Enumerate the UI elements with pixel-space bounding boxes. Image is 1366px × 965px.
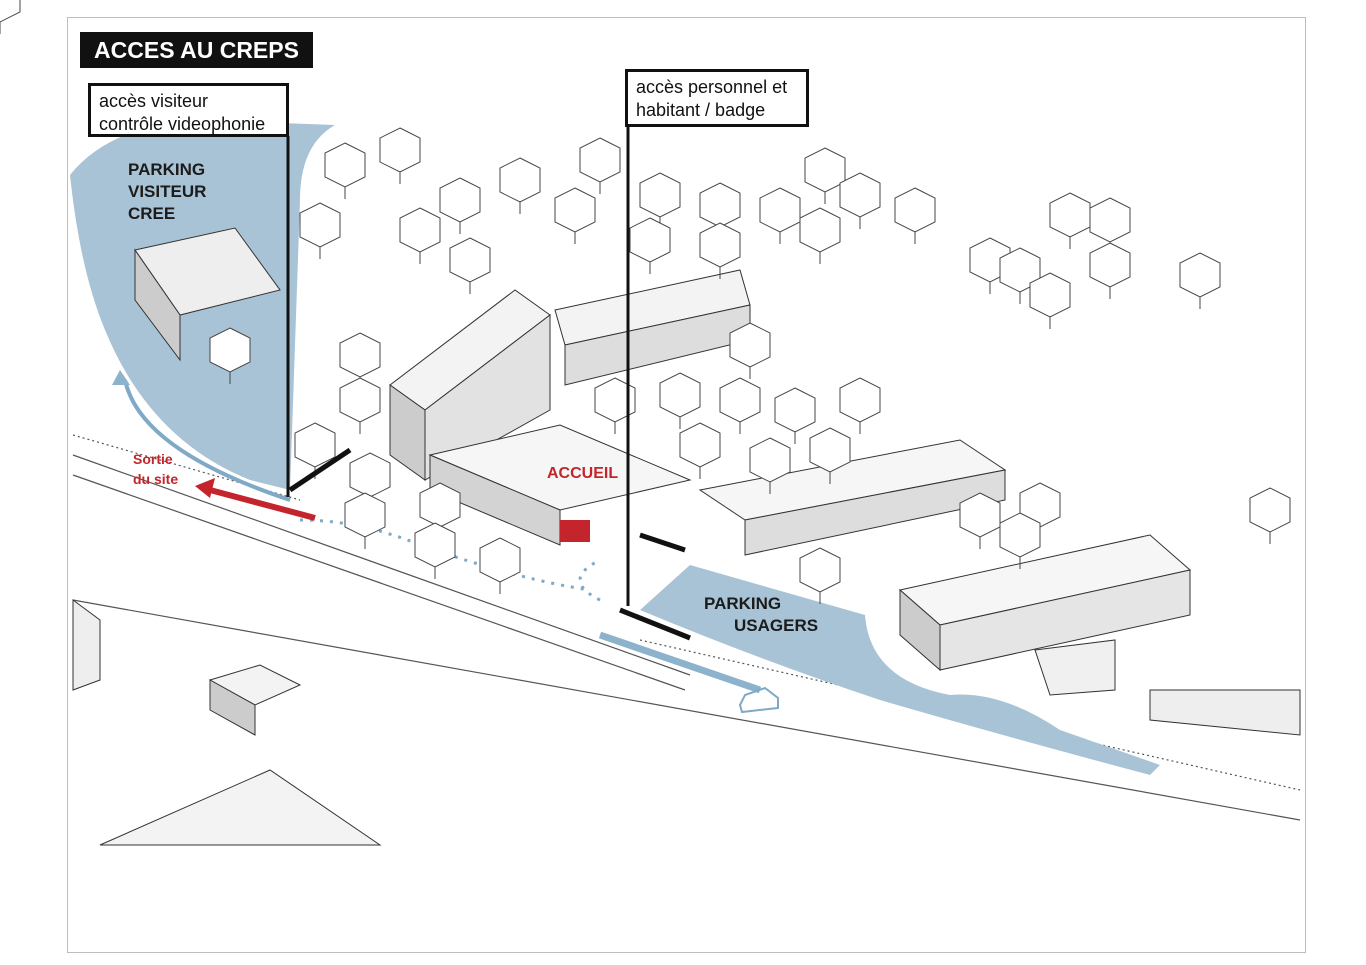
accueil-label: ACCUEIL	[547, 465, 619, 482]
arrival-arrow	[598, 631, 762, 694]
label-line: USAGERS	[734, 616, 819, 635]
gates	[288, 447, 691, 641]
label-line: PARKING	[704, 594, 782, 613]
callout-line: habitant / badge	[636, 100, 766, 120]
parking-usagers-label: PARKING USAGERS	[704, 593, 818, 637]
callout-line: accès personnel et	[636, 77, 788, 97]
trees	[0, 0, 1291, 605]
page-frame	[67, 17, 1306, 953]
label-line: du site	[133, 471, 179, 487]
callout-line: contrôle videophonie	[99, 114, 266, 134]
visitor-path-arrows	[123, 379, 601, 602]
callout-pointers	[286, 126, 630, 606]
staff-access-callout: accès personnel et habitant / badge	[625, 69, 809, 127]
car-icon	[738, 686, 779, 714]
label-line: Sortie	[133, 451, 173, 467]
visitor-access-callout: accès visiteur contrôle videophonie	[88, 83, 289, 137]
parking-usagers-area	[640, 565, 1160, 775]
label-line: VISITEUR	[128, 182, 207, 201]
exit-arrow	[209, 487, 316, 521]
sortie-label: Sortie du site	[133, 449, 178, 489]
label-line: CREE	[128, 204, 176, 223]
buildings	[72, 227, 1301, 846]
parking-visiteur-label: PARKING VISITEUR CREE	[128, 159, 206, 225]
label-line: PARKING	[128, 160, 206, 179]
callout-line: accès visiteur	[99, 91, 209, 111]
page-title: ACCES AU CREPS	[80, 32, 313, 68]
